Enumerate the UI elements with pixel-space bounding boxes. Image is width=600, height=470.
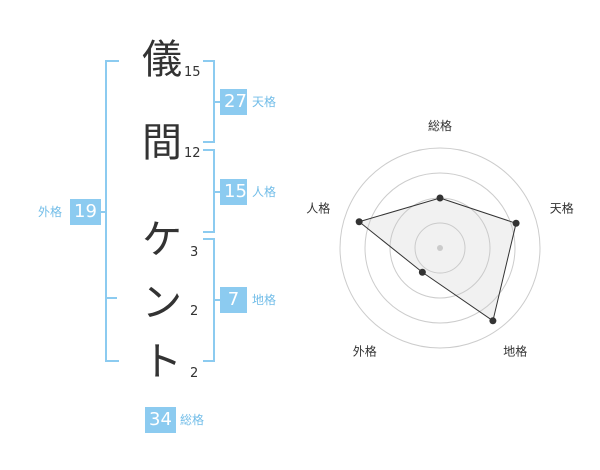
tenkaku-connector	[213, 101, 220, 103]
jinkaku-connector	[213, 191, 220, 193]
chikaku-label: 地格	[252, 293, 277, 307]
stroke-count-5: 2	[190, 366, 199, 381]
stroke-count-3: 3	[190, 245, 199, 260]
soukaku-value: 34	[145, 407, 176, 433]
radar-ring-4	[339, 147, 541, 349]
radar-point-1	[436, 194, 444, 202]
name-char-2: 間	[142, 120, 182, 166]
tenkaku-label: 天格	[252, 95, 277, 109]
gaikaku-bracket	[105, 60, 119, 362]
gaikaku-bracket-connector	[101, 211, 107, 213]
radar-axis-label-3: 地格	[503, 344, 527, 359]
radar-center-dot	[437, 245, 443, 251]
name-char-4: ン	[142, 280, 182, 326]
stroke-count-1: 15	[184, 65, 201, 80]
stroke-count-2: 12	[184, 146, 201, 161]
gaikaku-value: 19	[70, 199, 101, 225]
tenkaku-value: 27	[220, 89, 247, 115]
name-char-5: ト	[142, 339, 182, 385]
soukaku-label: 総格	[180, 413, 205, 427]
gaikaku-label: 外格	[38, 205, 63, 219]
radar-point-3	[489, 317, 497, 325]
radar-axis-label-2: 天格	[550, 200, 574, 215]
stroke-count-4: 2	[190, 304, 199, 319]
radar-point-4	[418, 268, 426, 276]
radar-axis-label-1: 総格	[428, 118, 452, 133]
radar-point-2	[512, 219, 520, 227]
gaikaku-bracket-divider	[105, 297, 117, 299]
name-char-3: ケ	[142, 217, 182, 263]
jinkaku-label: 人格	[252, 185, 277, 199]
radar-series-polygon	[358, 197, 517, 322]
name-char-1: 儀	[142, 37, 182, 83]
radar-point-5	[355, 218, 363, 226]
jinkaku-value: 15	[220, 179, 247, 205]
radar-ring-1	[414, 222, 466, 274]
radar-ring-3	[364, 172, 516, 324]
radar-axis-label-4: 外格	[353, 344, 377, 359]
chikaku-value: 7	[220, 287, 247, 313]
chikaku-connector	[213, 299, 220, 301]
radar-axis-label-5: 人格	[306, 200, 330, 215]
